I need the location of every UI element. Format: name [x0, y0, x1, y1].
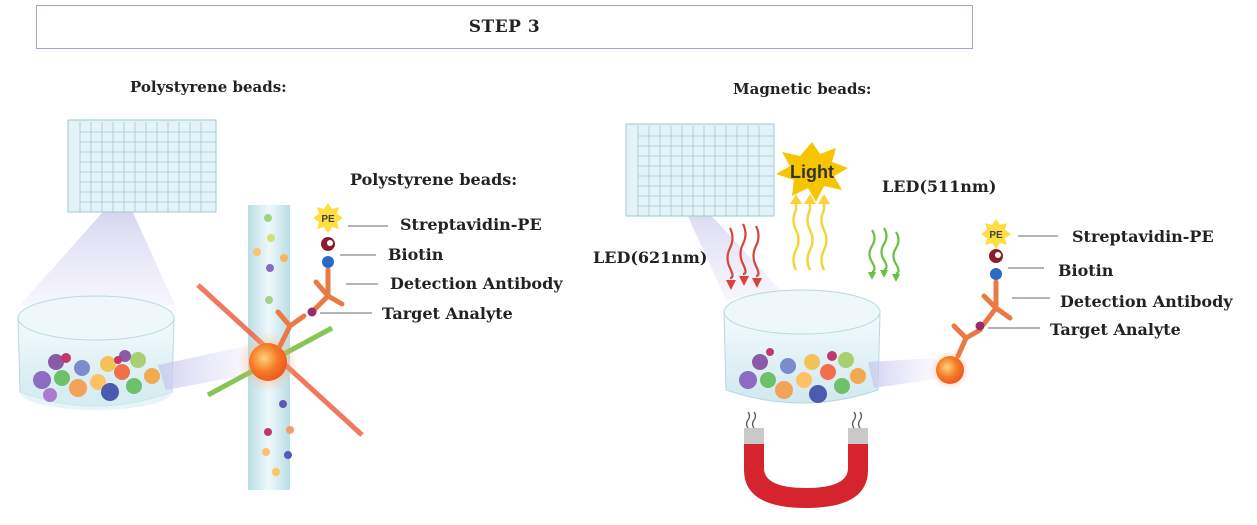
- left-label-detection: Detection Antibody: [390, 274, 563, 293]
- capture-bead-left: [249, 343, 287, 381]
- step-title: STEP 3: [468, 17, 541, 37]
- right-section-title: Magnetic beads:: [733, 80, 872, 98]
- biotin-dot-right: [990, 268, 1002, 280]
- magnet: [744, 411, 868, 508]
- led-511-label: LED(511nm): [882, 177, 997, 196]
- step-header-box: STEP 3: [36, 5, 973, 49]
- bead-cluster-left: [33, 350, 160, 402]
- capture-bead-right: [936, 356, 964, 384]
- green-arrows: [868, 227, 900, 276]
- yellow-arrows: [792, 202, 828, 271]
- pe-badge-left: PE: [313, 203, 343, 233]
- right-label-biotin: Biotin: [1058, 261, 1114, 280]
- bead-cluster-right: [739, 348, 866, 403]
- left-detail-title: Polystyrene beads:: [350, 170, 518, 189]
- pe-badge-right: PE: [981, 219, 1011, 249]
- light-label: Light: [790, 162, 834, 182]
- right-label-target: Target Analyte: [1050, 320, 1181, 339]
- microplate-right: [625, 123, 775, 217]
- left-label-streptavidin: Streptavidin-PE: [400, 215, 542, 234]
- left-section-title: Polystyrene beads:: [130, 78, 287, 96]
- tube-beads: [253, 214, 294, 476]
- left-label-biotin: Biotin: [388, 245, 444, 264]
- pe-tag-right: PE: [989, 230, 1003, 241]
- bead-dish-right: [723, 289, 881, 404]
- pe-tag-left: PE: [321, 214, 335, 225]
- light-burst: Light: [776, 142, 848, 202]
- zoom-beam-left: [158, 345, 262, 390]
- microplate-left: [67, 119, 217, 213]
- antibody-chain-right: [951, 279, 1013, 359]
- zoom-beam-right: [868, 358, 942, 388]
- red-arrows: [726, 223, 760, 280]
- bead-dish-left: [17, 295, 175, 410]
- right-label-streptavidin: Streptavidin-PE: [1072, 227, 1214, 246]
- antibody-chain-left: [275, 267, 345, 349]
- left-label-target: Target Analyte: [382, 304, 513, 323]
- biotin-dot-left: [322, 256, 334, 268]
- zoom-cone-left: [20, 195, 175, 305]
- right-label-detection: Detection Antibody: [1060, 292, 1233, 311]
- led-621-label: LED(621nm): [593, 248, 708, 267]
